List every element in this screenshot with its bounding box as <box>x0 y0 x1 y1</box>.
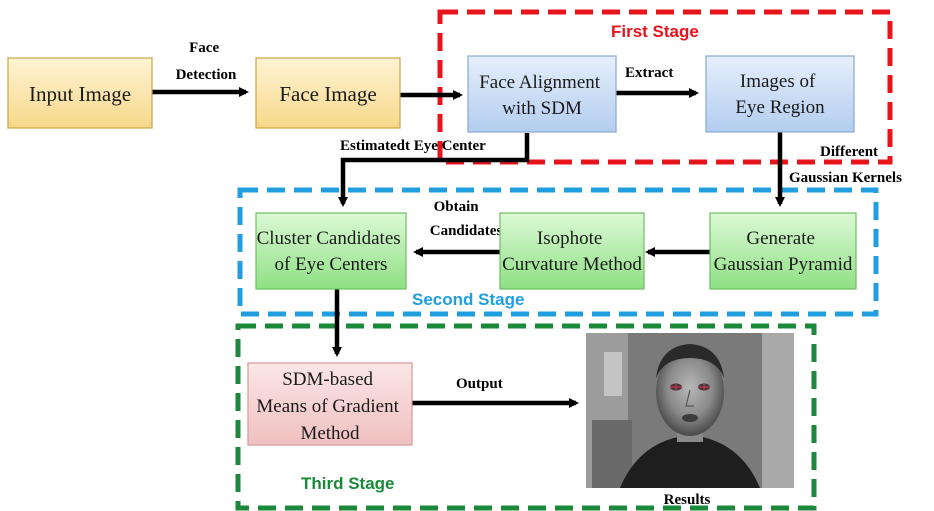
label-output: Output <box>456 376 503 392</box>
node-generate-gaussian-pyramid: Generate Gaussian Pyramid <box>709 212 857 290</box>
node-isophote-curvature: Isophote Curvature Method <box>499 212 645 290</box>
label-obtain-candidates: Obtain Candidates <box>430 199 503 239</box>
label-extract: Extract <box>625 65 673 81</box>
svg-text:Images of Eye Region: Images of Eye Region <box>735 71 825 118</box>
node-face-image: Face Image <box>255 57 401 129</box>
node-sdm-gradient: SDM-based Means of Gradient Method <box>247 362 413 446</box>
results-photo <box>586 333 794 488</box>
node-face-alignment: Face Alignment with SDM <box>467 55 617 133</box>
svg-text:Face Alignment with SDM: Face Alignment with SDM <box>479 72 605 119</box>
svg-text:Cluster Candidates of Ey: Cluster Candidates of Eye Centers <box>257 228 406 275</box>
first-stage-frame <box>437 9 893 165</box>
svg-text:Face Image: Face Image <box>279 82 376 106</box>
results-label: Results <box>664 492 711 508</box>
svg-text:Isophote Curvature Metho: Isophote Curvature Method <box>502 228 642 275</box>
second-stage-frame <box>237 187 879 317</box>
node-input-image: Input Image <box>7 57 153 129</box>
node-cluster-candidates: Cluster Candidates of Eye Centers <box>255 212 407 290</box>
arrow-alignment-to-cluster <box>338 133 530 207</box>
svg-text:SDM-based Means of Gradi: SDM-based Means of Gradient Method <box>256 369 403 444</box>
third-stage-label: Third Stage <box>301 474 395 493</box>
first-stage-label: First Stage <box>611 22 699 41</box>
label-estimated-eye-center: Estimatedt Eye Center <box>340 138 486 154</box>
second-stage-label: Second Stage <box>412 290 524 309</box>
node-images-eye-region: Images of Eye Region <box>705 55 855 133</box>
svg-text:Input Image: Input Image <box>29 82 131 106</box>
label-different-gaussian-kernels: Different Gaussian Kernels <box>789 144 902 186</box>
label-face-detection: Face Detection <box>176 40 237 83</box>
svg-text:Generate Gaussian Pyrami: Generate Gaussian Pyramid <box>714 228 853 275</box>
third-stage-frame <box>235 323 817 511</box>
